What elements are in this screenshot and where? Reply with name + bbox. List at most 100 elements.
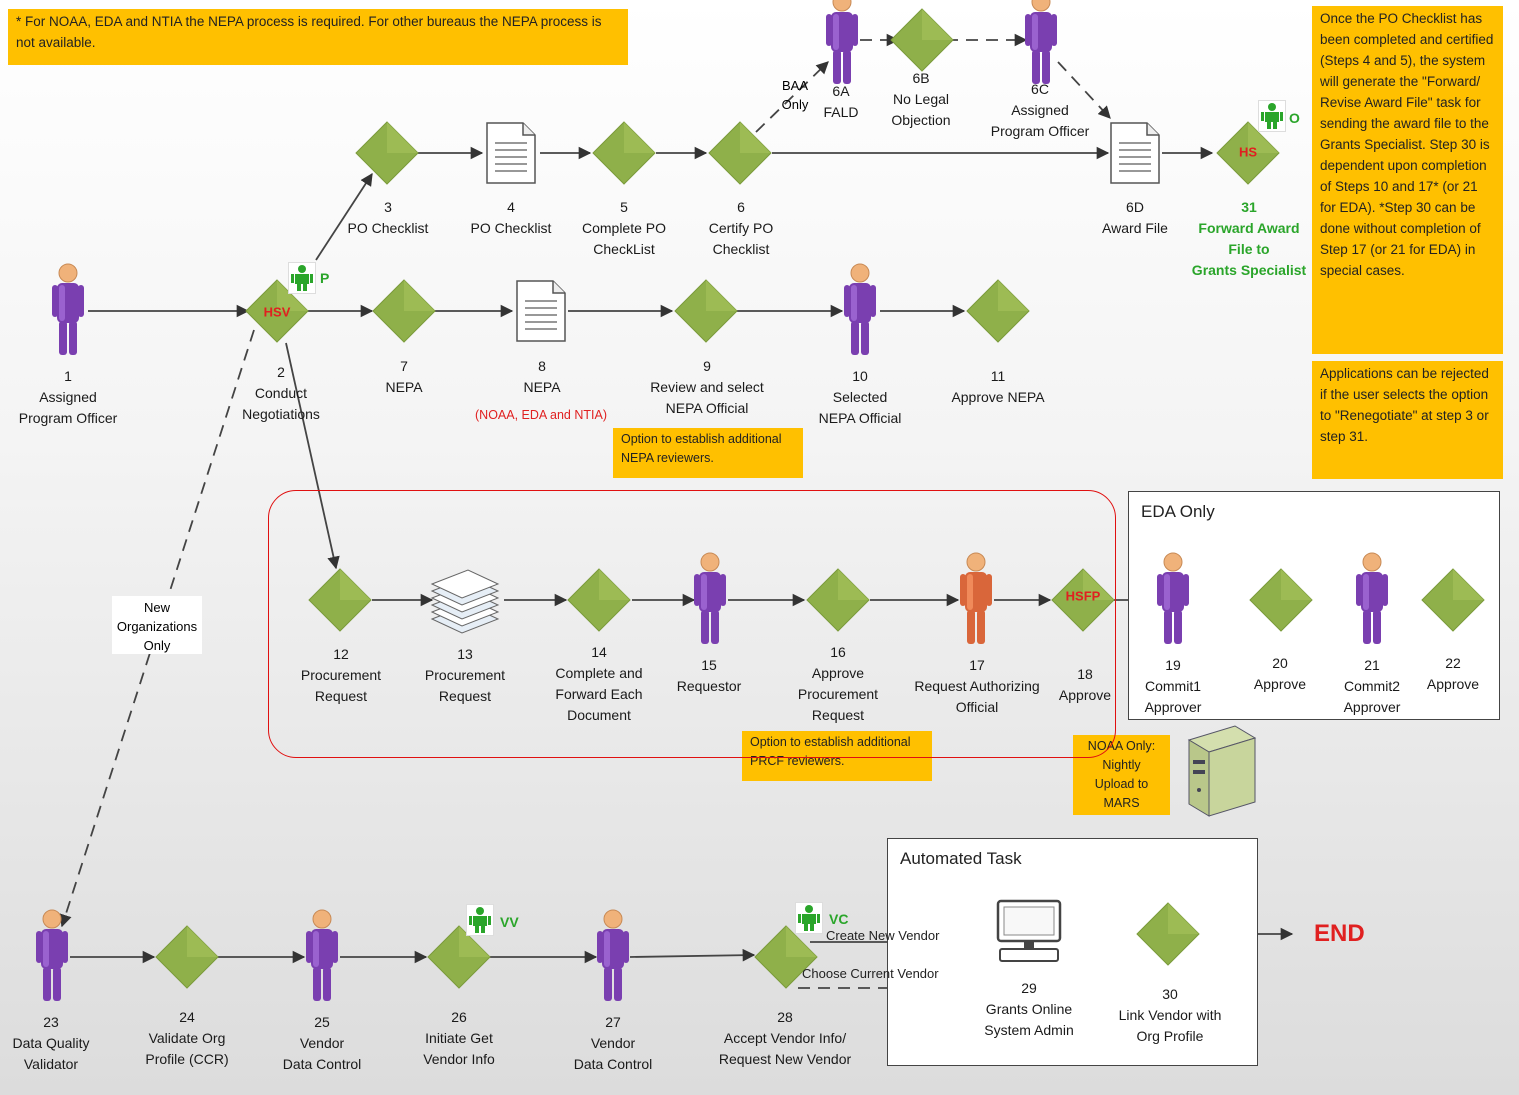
hsfp-mark: HSFP [1065,588,1101,604]
step-14-diamond [566,567,632,638]
label-step-19: 19 Commit1 Approver [1144,657,1202,715]
step-12-diamond [307,567,373,638]
step-23-person-icon [35,909,69,1010]
label-step-8: 8 NEPA [523,358,561,395]
step-29-computer-icon [994,899,1064,970]
label-step-26: 26 Initiate Get Vendor Info [423,1009,495,1067]
step-15-person-icon [693,552,727,653]
step-6c-person-icon [1024,0,1058,93]
label-step-1: 1 Assigned Program Officer [18,368,118,426]
step-24-diamond [154,924,220,995]
top-note: * For NOAA, EDA and NTIA the NEPA proces… [8,9,628,65]
label-step-30: 30 Link Vendor with Org Profile [1118,986,1222,1044]
step-19-person-icon [1156,552,1190,653]
step-31-diamond [1215,120,1281,191]
edge-6C-6D [1057,61,1111,119]
bot-mark-o: O [1289,110,1300,126]
step-20-diamond [1248,567,1314,638]
step-25-person-icon [305,909,339,1010]
step-16-diamond [805,567,871,638]
label-step-31: 31 Forward Award File to Grants Speciali… [1191,199,1307,278]
label-step-22: 22 Approve [1426,655,1480,692]
label-step-9: 9 Review and select NEPA Official [650,358,764,416]
procurement-highlight-frame [268,490,1116,758]
step-6d-document-icon [1109,121,1161,190]
label-step-6: 6 Certify PO Checklist [708,199,774,257]
step-21-person-icon [1355,552,1389,653]
label-step-7: 7 NEPA [385,358,423,395]
step-1-person-icon [51,263,85,364]
label-step-24: 24 Validate Org Profile (CCR) [145,1009,229,1067]
label-step-11: 11 Approve NEPA [951,368,1045,405]
edge-6-6A [755,61,829,133]
bot-mark-vv: VV [500,914,519,930]
step-4-document-icon [485,121,537,190]
label-step-23: 23 Data Quality Validator [12,1014,90,1072]
label-step-6b: 6B No Legal Objection [891,70,951,128]
step-18-diamond [1050,567,1116,638]
edge-27-28 [629,948,756,962]
label-step-21: 21 Commit2 Approver [1343,657,1401,715]
create-new-vendor-label: Create New Vendor [826,928,940,943]
automated-task-title: Automated Task [900,849,1022,868]
eda-only-title: EDA Only [1141,502,1215,521]
step-7-diamond [371,278,437,349]
step-8-document-icon [515,279,567,348]
mars-server-server-icon [1181,720,1259,825]
label-step-13: 13 Procurement Request [424,646,506,704]
label-step-6d: 6D Award File [1102,199,1168,236]
label-step-10: 10 Selected NEPA Official [818,368,902,426]
label-step-20: 20 Approve [1253,655,1307,692]
step-6a-person-icon [825,0,859,93]
nepa-reviewers-note: Option to establish additional NEPA revi… [613,428,803,478]
label-step-12: 12 Procurement Request [300,646,382,704]
step-17-person-icon [959,552,993,653]
label-step-3: 3 PO Checklist [347,199,429,236]
step-5-diamond [591,120,657,191]
step-11-diamond [965,278,1031,349]
new-organizations-label: New Organizations Only [112,596,202,654]
step-28-diamond [753,924,819,995]
edge-2-3 [315,172,373,261]
bot-mark-p: P [320,270,330,286]
step-6-diamond [707,120,773,191]
hs-mark: HS [1238,144,1258,160]
label-step-6a: 6A FALD [823,83,859,120]
choose-current-vendor-label: Choose Current Vendor [802,966,939,981]
step-9-diamond [673,278,739,349]
step-22-diamond [1420,567,1486,638]
end-label: END [1314,920,1365,947]
edge-2-23 [59,329,255,928]
step-2-diamond [244,278,310,349]
step-27-person-icon [596,909,630,1010]
step-6b-diamond [889,7,955,78]
label-step-18: 18 Approve [1058,666,1112,703]
baa-only-label: BAA Only [781,78,809,112]
robot-icon-vc [795,902,823,934]
automated-task-box: Automated Task [887,838,1258,1066]
right-note-po-checklist: Once the PO Checklist has been completed… [1312,6,1503,354]
label-step-27: 27 Vendor Data Control [573,1014,653,1072]
step-13-document-stack-icon [428,564,502,641]
label-step-16: 16 Approve Procurement Request [797,644,879,723]
step-10-person-icon [843,263,877,364]
label-step-28: 28 Accept Vendor Info/ Request New Vendo… [718,1009,852,1067]
label-step-14: 14 Complete and Forward Each Document [555,644,643,723]
bot-mark-vc: VC [829,911,849,927]
label-step-8-sub: (NOAA, EDA and NTIA) [475,408,607,422]
label-step-6c: 6C Assigned Program Officer [990,81,1090,139]
label-step-17: 17 Request Authorizing Official [914,657,1040,715]
robot-icon-vv [466,904,494,936]
step-3-diamond [354,120,420,191]
label-step-25: 25 Vendor Data Control [282,1014,362,1072]
label-step-15: 15 Requestor [676,657,742,694]
robot-icon-p [288,262,316,294]
label-step-4: 4 PO Checklist [470,199,552,236]
robot-icon-o [1258,100,1286,132]
label-step-2: 2 Conduct Negotiations [242,364,320,422]
step-30-diamond [1135,901,1201,972]
hsv-mark: HSV [263,304,291,320]
edge-2-12 [285,342,340,570]
label-step-5: 5 Complete PO CheckList [581,199,667,257]
right-note-renegotiate: Applications can be rejected if the user… [1312,361,1503,479]
